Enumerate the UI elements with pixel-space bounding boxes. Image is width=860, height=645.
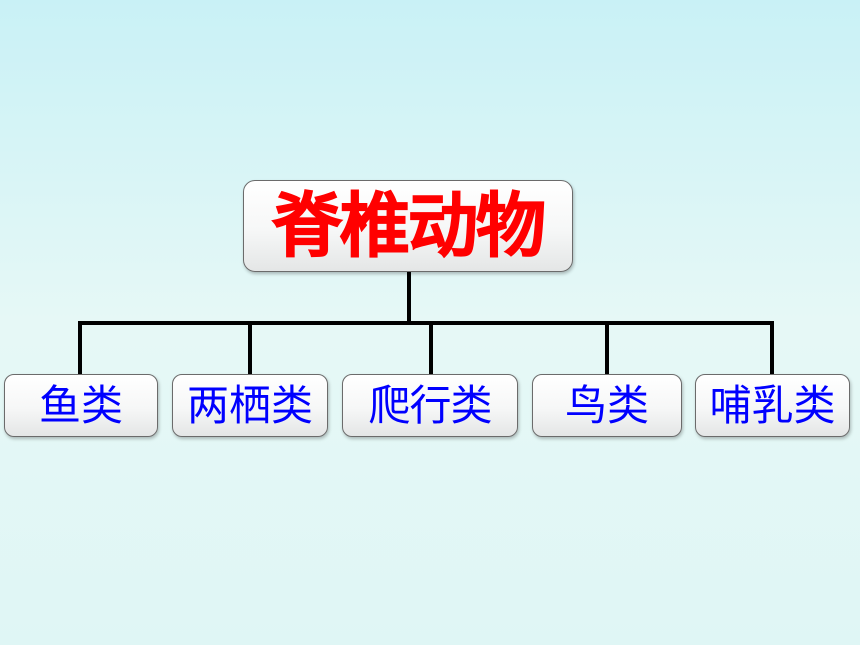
child-node-birds: 鸟类 bbox=[532, 374, 682, 437]
branch-line-birds bbox=[605, 321, 609, 374]
root-node: 脊椎动物 bbox=[243, 180, 573, 272]
branch-line-reptiles bbox=[429, 321, 433, 374]
root-node-label: 脊椎动物 bbox=[272, 185, 547, 267]
child-node-label: 鱼类 bbox=[38, 380, 123, 430]
branch-line-amphibians bbox=[248, 321, 252, 374]
branch-line-fish bbox=[78, 321, 82, 374]
child-node-label: 两栖类 bbox=[186, 380, 313, 430]
child-node-label: 爬行类 bbox=[368, 380, 492, 430]
child-node-reptiles: 爬行类 bbox=[342, 374, 518, 437]
root-stem-line bbox=[407, 272, 411, 324]
child-node-label: 哺乳类 bbox=[709, 380, 836, 430]
child-node-fish: 鱼类 bbox=[4, 374, 158, 437]
branch-line-mammals bbox=[770, 321, 774, 374]
child-node-mammals: 哺乳类 bbox=[695, 374, 850, 437]
child-node-label: 鸟类 bbox=[564, 380, 649, 430]
child-node-amphibians: 两栖类 bbox=[172, 374, 328, 437]
horizontal-connector-line bbox=[78, 321, 774, 325]
